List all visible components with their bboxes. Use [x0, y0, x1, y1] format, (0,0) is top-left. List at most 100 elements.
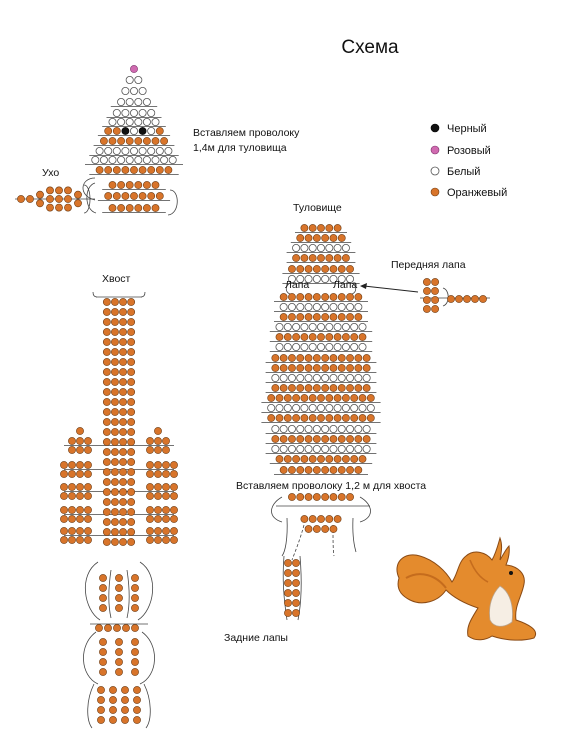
tail-bead — [111, 458, 119, 466]
body-bead — [300, 455, 309, 463]
head-bead — [151, 137, 160, 145]
head-bead — [164, 146, 173, 155]
body-bead — [296, 274, 305, 283]
body-bead — [292, 254, 300, 262]
body-bead — [292, 414, 300, 422]
body-bead — [325, 224, 334, 232]
head-bead — [151, 155, 160, 164]
legend-label-pink: Розовый — [447, 145, 491, 157]
body-bead — [354, 354, 363, 362]
body-bead — [350, 455, 359, 463]
head-bead — [121, 192, 130, 200]
body-bead — [296, 373, 305, 382]
body-lower-bead — [312, 525, 321, 533]
tail-bead — [127, 298, 136, 306]
tail-fringe-bead — [170, 515, 178, 523]
body-bead — [300, 254, 309, 262]
body-bead — [308, 224, 317, 232]
body-bead — [325, 394, 334, 402]
tail-lower-bead — [99, 574, 107, 582]
tail-fringe-bead — [84, 446, 92, 454]
body-bead — [279, 354, 288, 362]
body-bead — [329, 373, 338, 382]
head-bead — [138, 127, 147, 135]
paw-right-label: Лапа — [333, 279, 357, 291]
tail-lower-bead — [131, 604, 139, 612]
head-bead — [121, 87, 130, 96]
head-bead — [160, 137, 168, 145]
body-lower-bead — [296, 493, 305, 501]
body-bead — [362, 444, 371, 453]
tail-fringe-bead — [162, 483, 170, 491]
legend-orange-bead — [430, 187, 440, 197]
body-bead — [346, 384, 354, 392]
ear-bead — [36, 190, 44, 199]
tail-lower-bead — [115, 638, 123, 646]
body-bead — [275, 322, 284, 331]
body-bead — [362, 354, 371, 362]
body-bead — [304, 313, 313, 321]
body-bead — [267, 403, 276, 412]
body-bead — [304, 466, 313, 474]
body-bead — [337, 384, 346, 392]
body-bead — [292, 403, 301, 412]
tail-fringe-bead — [162, 527, 170, 535]
legend-white-bead — [430, 166, 440, 176]
tail-bead — [102, 388, 111, 396]
tail-bead — [127, 368, 136, 376]
head-bead — [104, 146, 113, 155]
body-bead — [292, 243, 301, 252]
tail-bead — [119, 468, 127, 476]
tail-fringe-bead — [146, 515, 154, 523]
body-bead — [358, 403, 367, 412]
tail-bead — [119, 358, 127, 366]
tail-bead — [119, 368, 127, 376]
body-bead — [350, 322, 359, 331]
body-bead — [304, 274, 313, 283]
tail-fringe-bead — [84, 470, 92, 478]
tail-lower-loop — [137, 561, 154, 621]
tail-end-bead — [133, 686, 141, 694]
body-bead — [341, 455, 350, 463]
ear-scheme — [17, 186, 82, 212]
head-bead — [121, 109, 130, 118]
body-bead — [283, 342, 292, 351]
legend-label-white: Белый — [447, 166, 480, 178]
tail-bead — [102, 298, 111, 306]
head-bead — [155, 127, 164, 135]
tail-fringe-bead — [146, 446, 154, 454]
body-bead — [296, 234, 305, 242]
body-bead — [271, 373, 280, 382]
body-bead — [366, 394, 375, 402]
head-bead — [117, 181, 125, 189]
body-bead — [329, 234, 338, 242]
head-bead — [108, 118, 117, 127]
squirrel-figure-image — [396, 536, 536, 641]
body-lower-loop — [359, 496, 371, 523]
head-bead — [134, 76, 143, 85]
head-bead — [130, 166, 138, 174]
body-bead — [325, 254, 334, 262]
body-bead — [271, 364, 280, 372]
body-bead — [337, 265, 346, 273]
body-bead — [329, 364, 338, 372]
head-bead — [91, 155, 100, 164]
tail-bead — [127, 318, 136, 326]
body-bead — [321, 435, 330, 443]
ear-bead — [64, 195, 72, 203]
head-bead — [168, 155, 177, 164]
body-bead — [287, 373, 296, 382]
tail-bead — [119, 538, 127, 546]
body-bead — [312, 302, 321, 311]
tail-fringe-bead — [84, 536, 92, 544]
body-bead — [321, 424, 330, 433]
body-bead — [333, 254, 342, 262]
body-bead — [304, 384, 313, 392]
tail-bead — [127, 438, 136, 446]
body-bead — [337, 234, 346, 242]
body-bead — [354, 293, 363, 301]
tail-bead — [111, 428, 119, 436]
tail-lower-bead — [99, 604, 107, 612]
head-bead — [117, 118, 126, 127]
hind-paw-bead — [292, 599, 300, 607]
